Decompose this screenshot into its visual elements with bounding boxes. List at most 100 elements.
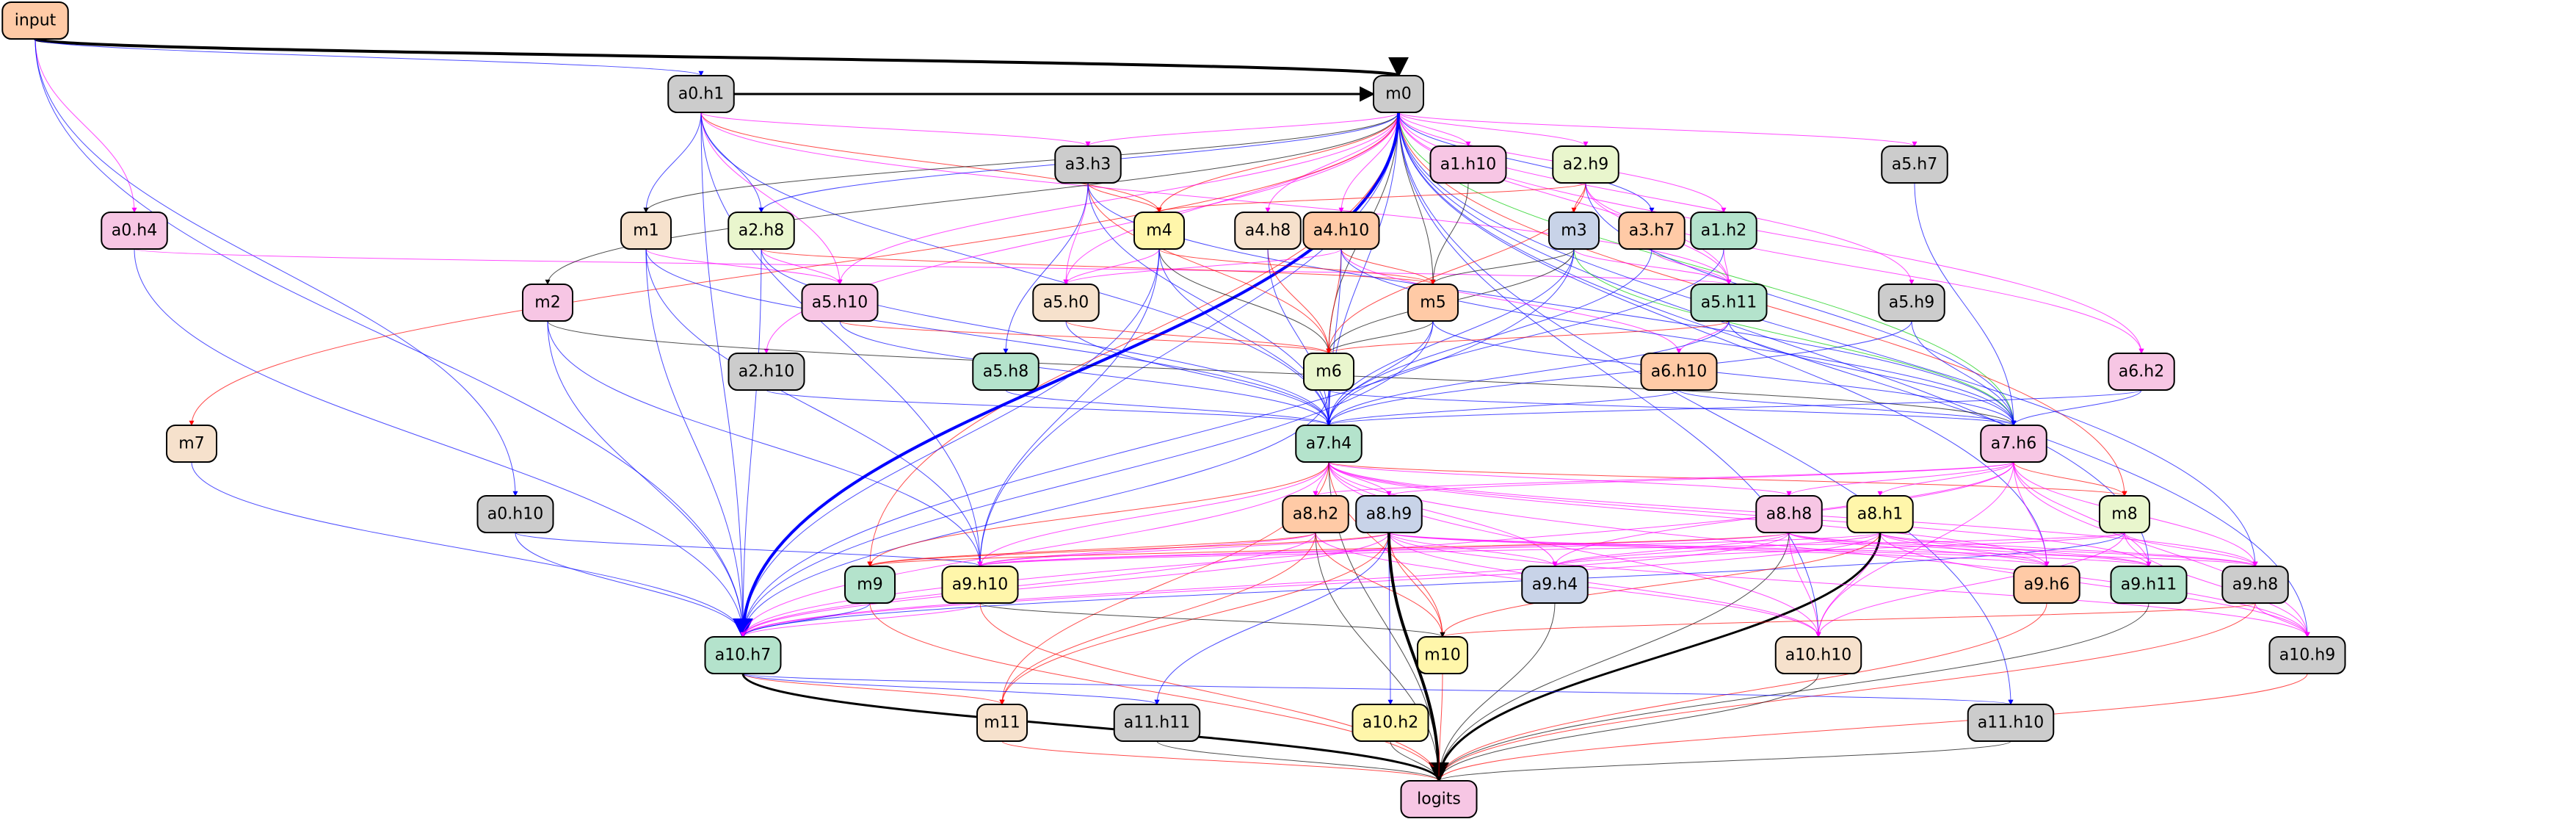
edge-a8.h8-to-a10.h10 — [1788, 532, 1821, 638]
node-box — [1113, 704, 1201, 742]
edge-a7.h4-to-a8.h8 — [1328, 461, 1792, 497]
node-label: a8.h9 — [1366, 505, 1412, 524]
edge-a5.h11-to-a6.h10 — [1676, 320, 1730, 354]
edge-a5.h0-to-m6 — [1065, 320, 1332, 354]
node-box — [1352, 704, 1429, 742]
edge-a8.h8-to-a9.h11 — [1788, 532, 2152, 567]
node-a9.h11: a9.h11 — [2110, 566, 2188, 604]
edge-a8.h9-to-logits — [1387, 532, 1449, 783]
node-a0.h1: a0.h1 — [667, 75, 735, 113]
edge-m4-to-a7.h4 — [1158, 248, 1332, 426]
edge-a9.h6-to-logits — [1436, 602, 2047, 782]
edge-a8.h1-to-m10 — [1440, 532, 1881, 638]
edge-m5-to-a10.h7 — [740, 320, 1434, 638]
node-label: a5.h7 — [1892, 156, 1937, 174]
node-label: a0.h10 — [487, 505, 543, 524]
edge-m2-to-a7.h6 — [547, 320, 2017, 426]
edge-a4.h10-to-a7.h6 — [1340, 248, 2017, 426]
edge-a7.h4-to-a9.h11 — [1328, 461, 2152, 567]
node-a8.h8: a8.h8 — [1755, 495, 1823, 533]
edge-a10.h7-to-a11.h10 — [742, 673, 2013, 705]
edge-a7.h4-to-m8 — [1328, 461, 2127, 497]
edge-a4.h8-to-a7.h4 — [1267, 248, 1332, 426]
node-box — [941, 566, 1019, 604]
edge-m0-to-a3.h3 — [1085, 112, 1399, 147]
edge-a7.h4-to-a9.h6 — [1328, 461, 2050, 567]
edge-m4-to-m6 — [1158, 248, 1332, 354]
edge-m0-to-a5.h10 — [837, 112, 1399, 285]
node-label: a5.h9 — [1889, 294, 1934, 312]
edge-a3.h3-to-m4 — [1087, 182, 1162, 213]
node-m1: m1 — [620, 212, 672, 250]
edge-m1-to-a7.h4 — [645, 248, 1332, 426]
edge-a6.h10-to-a7.h6 — [1678, 389, 2017, 426]
edge-m10-to-logits — [1436, 673, 1443, 782]
edge-a2.h10-to-a7.h4 — [766, 389, 1332, 426]
node-label: m6 — [1316, 363, 1341, 381]
node-box — [1881, 145, 1948, 184]
node-label: m10 — [1424, 646, 1460, 665]
edge-m0-to-a10.h9 — [1398, 112, 2310, 638]
edge-a10.h7-to-a11.h11 — [742, 673, 1160, 705]
node-label: a4.h10 — [1313, 222, 1369, 240]
node-box — [1640, 353, 1718, 391]
edge-a5.h9-to-a7.h6 — [1911, 320, 2017, 426]
node-label: a2.h10 — [739, 363, 794, 381]
node-m2: m2 — [522, 284, 573, 322]
node-m8: m8 — [2099, 495, 2150, 533]
edge-a8.h9-to-a9.h8 — [1388, 532, 2258, 567]
edge-input-to-m0 — [34, 37, 1407, 78]
edge-a10.h10-to-logits — [1436, 673, 1819, 782]
edge-m11-to-logits — [1001, 740, 1442, 782]
edge-input-to-a0.h10 — [35, 38, 518, 497]
edge-a0.h1-to-a3.h3 — [700, 112, 1091, 147]
node-label: a2.h8 — [739, 222, 784, 240]
node-label: a0.h1 — [678, 85, 724, 104]
node-box — [1690, 284, 1768, 322]
node-a5.h7: a5.h7 — [1881, 145, 1948, 184]
node-m7: m7 — [166, 425, 217, 463]
edge-m0-to-a9.h8 — [1398, 112, 2258, 567]
node-box — [1967, 704, 2055, 742]
node-m9: m9 — [844, 566, 896, 604]
node-label: a1.h10 — [1440, 156, 1496, 174]
node-box — [2110, 566, 2188, 604]
node-box — [1, 1, 69, 40]
edge-m9-to-logits — [869, 602, 1442, 782]
edge-a8.h2-to-m9 — [867, 532, 1316, 567]
node-box — [844, 566, 896, 604]
node-box — [976, 704, 1028, 742]
node-a2.h8: a2.h8 — [728, 212, 795, 250]
node-box — [1400, 780, 1478, 818]
node-label: logits — [1417, 790, 1461, 809]
edge-m1-to-a5.h10 — [645, 248, 843, 285]
node-box — [2221, 566, 2289, 604]
node-m0: m0 — [1373, 75, 1424, 113]
node-box — [522, 284, 573, 322]
edge-a8.h2-to-m11 — [999, 532, 1316, 705]
node-a4.h8: a4.h8 — [1234, 212, 1302, 250]
node-m6: m6 — [1303, 353, 1354, 391]
edge-a8.h8-to-logits — [1436, 532, 1790, 782]
node-a0.h10: a0.h10 — [476, 495, 554, 533]
node-box — [704, 636, 782, 674]
node-label: m1 — [633, 222, 658, 240]
node-a10.h2: a10.h2 — [1352, 704, 1429, 742]
node-a1.h10: a1.h10 — [1429, 145, 1507, 184]
edge-m5-to-m6 — [1326, 320, 1434, 354]
edge-a4.h10-to-m5 — [1340, 248, 1436, 285]
node-box — [1878, 284, 1945, 322]
node-label: a1.h2 — [1701, 222, 1746, 240]
edge-a9.h10-to-a10.h7 — [740, 602, 981, 638]
node-box — [801, 284, 879, 322]
edge-m8-to-a9.h10 — [978, 532, 2125, 567]
edge-a0.h1-to-a5.h11 — [700, 112, 1732, 285]
edge-a4.h10-to-a5.h0 — [1063, 248, 1342, 285]
edge-input-to-a0.h4 — [35, 38, 137, 213]
edge-m0-to-a5.h11 — [1398, 112, 1732, 285]
edge-a9.h8-to-a10.h9 — [2254, 602, 2310, 638]
edge-a1.h10-to-m5 — [1430, 182, 1469, 285]
edge-a8.h8-to-a9.h4 — [1552, 532, 1790, 567]
node-a5.h0: a5.h0 — [1032, 284, 1100, 322]
